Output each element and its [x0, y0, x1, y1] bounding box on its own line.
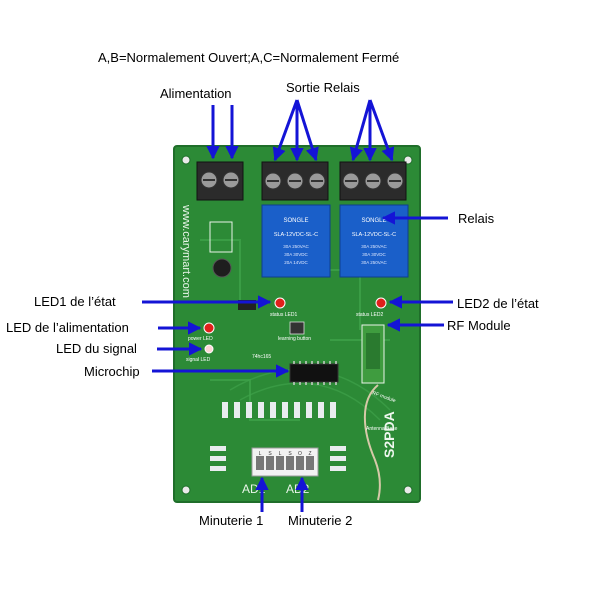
label-minuterie1: Minuterie 1	[199, 513, 264, 528]
silk-ad2: AD2	[286, 482, 310, 496]
silk-signal-led: signal LED	[186, 357, 211, 363]
label-led-alimentation: LED de l’alimentation	[6, 320, 129, 335]
antenna-wire	[363, 384, 381, 501]
label-sortie-relais: Sortie Relais	[286, 80, 360, 95]
silk-learning-button: learning button	[278, 336, 311, 342]
microchip-ic	[289, 361, 339, 385]
dip-label-1: L	[259, 451, 262, 457]
relay-1: SONGLE SLA-12VDC-SL-C 30A 250VAC 30A 30V…	[261, 204, 331, 278]
arrow-sortie-6	[368, 99, 395, 162]
capacitor	[209, 221, 256, 310]
dip-label-4: S	[288, 451, 292, 457]
signal-led	[204, 344, 214, 354]
silk-status-led2: status LED2	[356, 312, 383, 318]
silk-website: www.carymart.com	[180, 204, 192, 298]
relay2-brand: SONGLE	[361, 218, 386, 224]
silk-ic: 74hc165	[252, 354, 271, 360]
silk-antenna-base: Antenna Base	[366, 426, 398, 432]
label-rf-module: RF Module	[447, 318, 511, 333]
arrow-sortie-1	[272, 99, 299, 162]
label-minuterie2: Minuterie 2	[288, 513, 353, 528]
relay2-terminal-block	[339, 161, 407, 201]
learning-button	[289, 321, 305, 335]
dip-label-3: L	[279, 451, 282, 457]
relay1-spec-1: 30A 250VAC	[283, 244, 309, 249]
label-led1-etat: LED1 de l’état	[34, 294, 116, 309]
label-alimentation: Alimentation	[160, 86, 232, 101]
status-led1	[274, 297, 286, 309]
relay2-spec-4: 30A 250VAC	[361, 260, 387, 265]
relay1-terminal-block	[261, 161, 329, 201]
rf-module	[361, 324, 385, 384]
dip-label-2: S	[268, 451, 272, 457]
label-microchip: Microchip	[84, 364, 140, 379]
dip-label-6: Z	[308, 451, 311, 457]
relay1-model: SLA-12VDC-SL-C	[274, 232, 318, 238]
dip-label-5: O	[298, 451, 302, 457]
label-led2-etat: LED2 de l’état	[457, 296, 539, 311]
status-led2	[375, 297, 387, 309]
relay1-spec-3: 20A 14VDC	[284, 260, 308, 265]
silk-model: S2PDA	[381, 411, 397, 458]
side-resistors	[210, 446, 346, 471]
silk-status-led1: status LED1	[270, 312, 297, 318]
dip-switch	[251, 447, 319, 477]
label-relais: Relais	[458, 211, 495, 226]
header-legend: A,B=Normalement Ouvert;A,C=Normalement F…	[98, 50, 400, 65]
relay-2: SONGLE SLA-12VDC-SL-C 30A 250VAC 30A 30V…	[339, 204, 409, 278]
arrows	[142, 99, 453, 512]
power-led	[203, 322, 215, 334]
arrow-sortie-4	[349, 99, 372, 162]
relay2-spec-1: 30A 250VAC	[361, 244, 387, 249]
relay2-model: SLA-12VDC-SL-C	[352, 232, 396, 238]
relay1-spec-2: 30A 30VDC	[284, 252, 308, 257]
silk-power-led: power LED	[188, 336, 213, 342]
relay1-brand: SONGLE	[283, 218, 308, 224]
resistor-row	[222, 402, 336, 418]
arrow-sortie-3	[295, 99, 319, 162]
power-terminal-block	[196, 161, 244, 201]
relay2-spec-2: 30A 30VDC	[362, 252, 386, 257]
label-led-signal: LED du signal	[56, 341, 137, 356]
